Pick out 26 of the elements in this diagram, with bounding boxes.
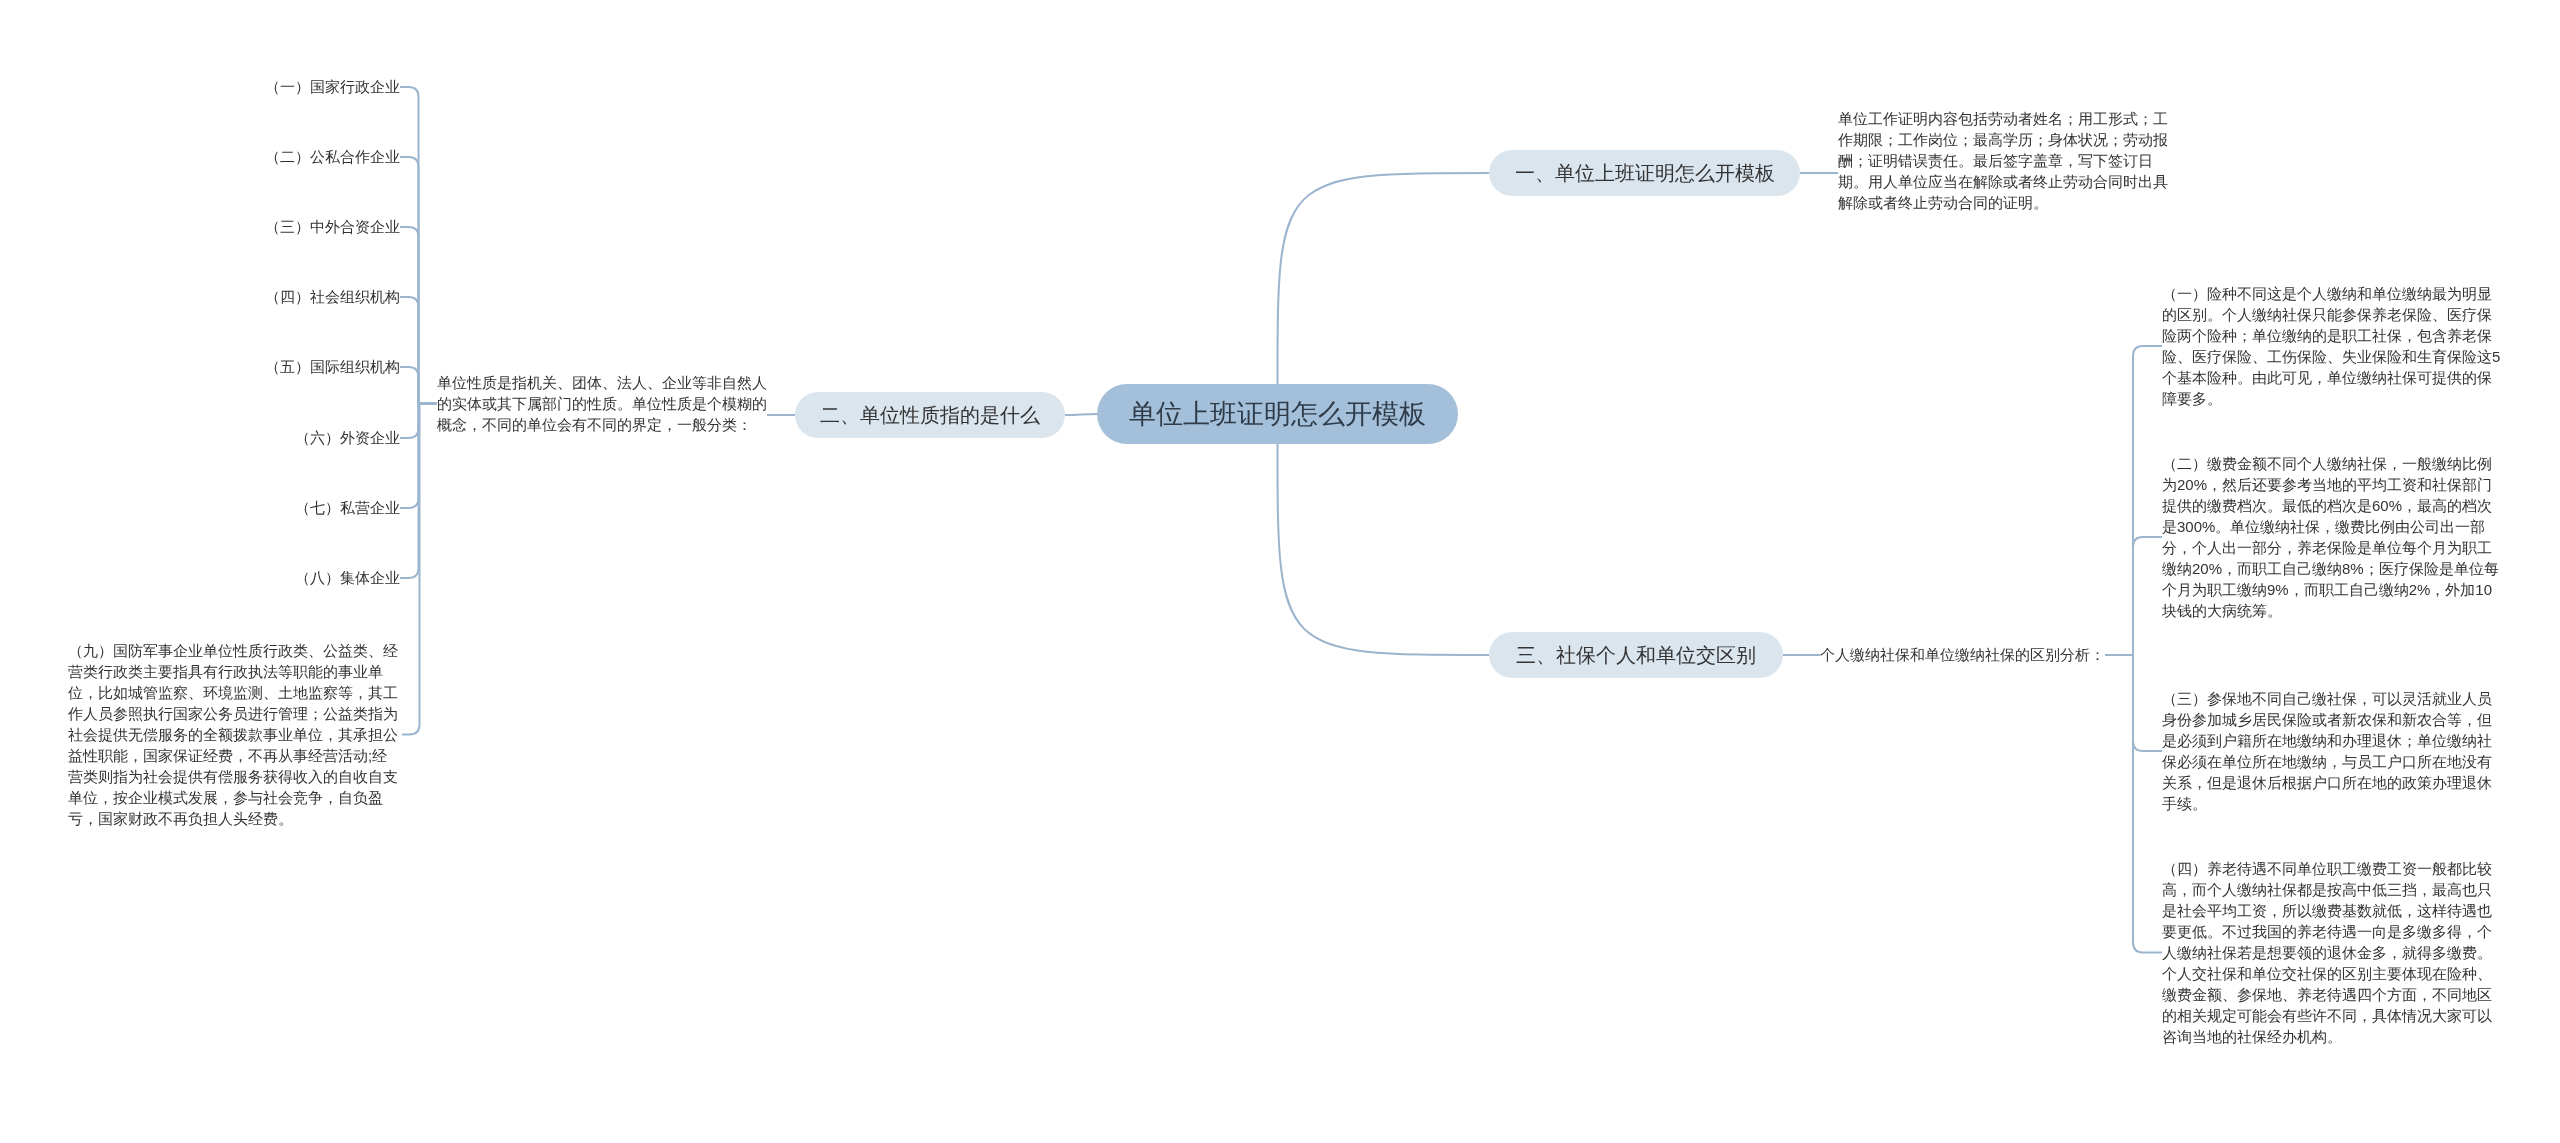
paragraph-text: 单位工作证明内容包括劳动者姓名；用工形式；工作期限；工作岗位；最高学历；身体状况；劳动报酬；证明错误责任。最后签字盖章，写下签订日期。用人单位应当在解除或者终止劳动合同时出具解除或者终止劳动合同的证明。 xyxy=(1838,108,2170,213)
connector-line xyxy=(1782,654,1821,656)
connector-line xyxy=(1276,443,1490,656)
connector-line xyxy=(766,414,796,416)
subtopic-text: （六）外资企业 xyxy=(180,427,400,449)
paragraph-text: （一）险种不同这是个人缴纳和单位缴纳最为明显的区别。个人缴纳社保只能参保养老保险、医疗保险两个险种；单位缴纳的是职工社保，包含养老保险、医疗保险、工伤保险、失业保险和生育保险这5个基本险种。由此可见，单位缴纳社保可提供的保障要多。 xyxy=(2162,283,2502,409)
branch-topic: 二、单位性质指的是什么 xyxy=(795,392,1065,438)
paragraph-text: （三）参保地不同自己缴社保，可以灵活就业人员身份参加城乡居民保险或者新农保和新农合等，但是必须到户籍所在地缴纳和办理退休；单位缴纳社保必须在单位所在地缴纳，与员工户口所在地没有关系，但是退休后根据户口所在地的政策办理退休手续。 xyxy=(2162,688,2502,814)
branch-topic: 一、单位上班证明怎么开模板 xyxy=(1489,150,1800,196)
subtopic-text: （八）集体企业 xyxy=(180,567,400,589)
subtopic-text: （一）国家行政企业 xyxy=(180,76,400,98)
subtopic-text: （三）中外合资企业 xyxy=(180,216,400,238)
subtopic-text: （二）公私合作企业 xyxy=(180,146,400,168)
connector-line xyxy=(1064,413,1098,416)
paragraph-text: （九）国防军事企业单位性质行政类、公益类、经营类行政类主要指具有行政执法等职能的事业单位，比如城管监察、环境监测、土地监察等，其工作人员参照执行国家公务员进行管理；公益类指为社会提供无偿服务的全额拨款事业单位，其承担公益性职能，国家保证经费，不再从事经营活动;经营类则指为社会提供有偿服务获得收入的自收自支单位，按企业模式发展，参与社会竞争，自负盈亏，国家财政不再负担人头经费。 xyxy=(68,640,402,829)
connector-line xyxy=(1799,172,1839,174)
subtopic-text: （四）社会组织机构 xyxy=(180,286,400,308)
paragraph-text: （四）养老待遇不同单位职工缴费工资一般都比较高，而个人缴纳社保都是按高中低三挡，最高也只是社会平均工资，所以缴费基数就低，这样待遇也要更低。不过我国的养老待遇一向是多缴多得，个人缴纳社保若是想要领的退休金多，就得多缴费。个人交社保和单位交社保的区别主要体现在险种、缴费金额、参保地、养老待遇四个方面，不同地区的相关规定可能会有些许不同，具体情况大家可以咨询当地的社保经办机构。 xyxy=(2162,858,2502,1047)
root-topic: 单位上班证明怎么开模板 xyxy=(1097,384,1458,444)
subtopic-text: （五）国际组织机构 xyxy=(180,356,400,378)
subtopic-text: （七）私营企业 xyxy=(180,497,400,519)
paragraph-text: （二）缴费金额不同个人缴纳社保，一般缴纳比例为20%，然后还要参考当地的平均工资和社保部门提供的缴费档次。最低的档次是60%，最高的档次是300%。单位缴纳社保，缴费比例由公司出一部分，个人出一部分，养老保险是单位每个月为职工缴纳20%，而职工自己缴纳8%；医疗保险是单位每个月为职工缴纳9%，而职工自己缴纳2%，外加10块钱的大病统筹。 xyxy=(2162,453,2502,621)
connector-line xyxy=(1276,172,1490,385)
branch-topic: 三、社保个人和单位交区别 xyxy=(1489,632,1783,678)
subtopic-text: 个人缴纳社保和单位缴纳社保的区别分析： xyxy=(1820,644,2105,666)
paragraph-text: 单位性质是指机关、团体、法人、企业等非自然人的实体或其下属部门的性质。单位性质是个模糊的概念，不同的单位会有不同的界定，一般分类： xyxy=(437,372,767,435)
